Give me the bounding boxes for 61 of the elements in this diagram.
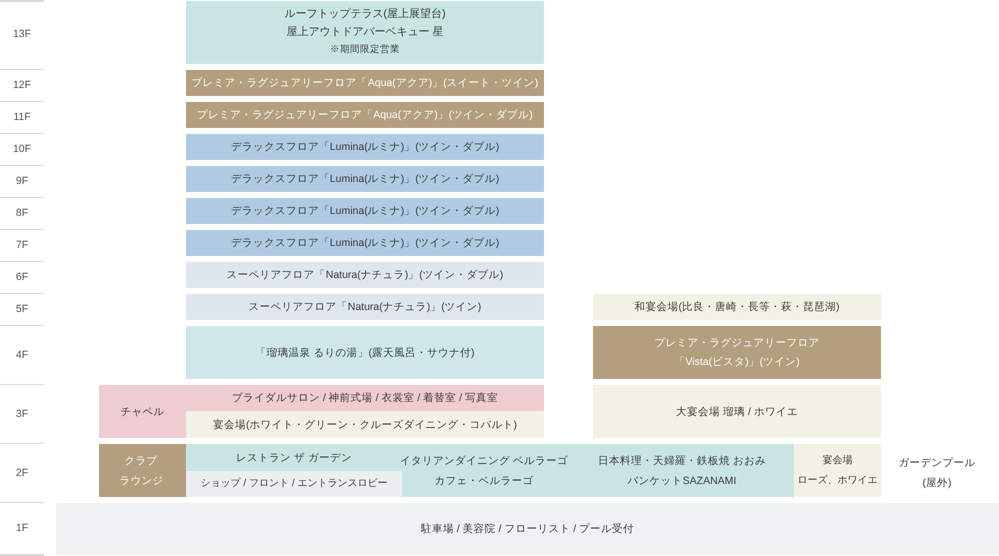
area-label: プレミア・ラグジュアリーフロア「Vista(ビスタ)」(ツイン) — [654, 336, 820, 370]
area-box — [186, 411, 544, 438]
area-label: レストラン ザ ガーデン — [236, 450, 352, 466]
area-box — [186, 198, 544, 224]
area-label: 大宴会場 瑠璃 / ホワイエ — [676, 404, 798, 420]
area-label: プレミア・ラグジュアリーフロア「Aqua(アクア)」(スイート・ツイン) — [192, 76, 538, 91]
note-text: ※期間限定営業 — [330, 43, 400, 58]
area-box — [593, 326, 881, 379]
area-label: カフェ・ベルラーゴ — [434, 474, 534, 488]
floor-label: 12F — [12, 78, 32, 93]
area-box — [186, 444, 794, 497]
area-label: ローズ、ホワイエ — [798, 474, 878, 488]
area-label: ガーデンプール(屋外) — [897, 456, 976, 491]
area-label: デラックスフロア「Lumina(ルミナ)」(ツイン・ダブル) — [230, 140, 500, 155]
floor-label: 4F — [16, 348, 28, 362]
area-label: イタリアンダイニング ベルラーゴ — [400, 454, 568, 468]
area-box — [99, 444, 186, 497]
area-label: プレミア・ラグジュアリーフロア「Aqua(アクア)」(ツイン・ダブル) — [197, 108, 533, 123]
area-label: ショップ / フロント / エントランスロビー — [200, 476, 388, 491]
area-box — [186, 262, 544, 288]
area-box — [593, 294, 881, 320]
area-label: デラックスフロア「Lumina(ルミナ)」(ツイン・ダブル) — [230, 204, 500, 219]
area-box — [186, 294, 544, 320]
area-label: デラックスフロア「Lumina(ルミナ)」(ツイン・ダブル) — [230, 172, 500, 187]
area-box — [794, 444, 881, 497]
floor-label: 9F — [16, 174, 28, 189]
area-label: バンケットSAZANAMI — [628, 474, 736, 488]
area-label: デラックスフロア「Lumina(ルミナ)」(ツイン・ダブル) — [230, 236, 500, 251]
area-label: スーペリアフロア「Natura(ナチュラ)」(ツイン) — [248, 300, 482, 315]
area-label: 屋上アウトドアバーベキュー 星 — [286, 24, 444, 40]
area-box — [186, 230, 544, 256]
area-label: 宴会場 — [822, 454, 852, 468]
area-label: 日本料理・天婦羅・鉄板焼 おおみ — [598, 454, 766, 468]
area-box — [186, 166, 544, 192]
floor-label: 13F — [12, 27, 32, 42]
area-label: 和宴会場(比良・唐崎・長等・萩・琵琶湖) — [634, 300, 840, 315]
area-label: ブライダルサロン / 神前式場 / 衣裳室 / 着替室 / 写真室 — [232, 391, 498, 406]
area-box — [186, 102, 544, 128]
floor-label: 3F — [16, 406, 28, 422]
area-label: 駐車場 / 美容院 / フローリスト / プール受付 — [420, 522, 634, 537]
area-label: チャペル — [120, 404, 164, 420]
area-box — [186, 134, 544, 160]
area-box — [186, 1, 544, 64]
area-box — [186, 70, 544, 96]
floor-label: 10F — [12, 142, 32, 157]
floor-label: 5F — [16, 302, 28, 317]
floor-label: 11F — [13, 110, 31, 125]
area-label: 宴会場(ホワイト・グリーン・クルーズダイニング・コバルト) — [213, 418, 517, 432]
area-box — [99, 385, 544, 438]
floor-label: 2F — [16, 466, 28, 480]
area-label: スーペリアフロア「Natura(ナチュラ)」(ツイン・ダブル) — [226, 268, 504, 283]
floor-label: 1F — [16, 521, 28, 536]
floor-label: 6F — [16, 270, 28, 285]
area-label: ルーフトップテラス(屋上展望台) — [284, 6, 446, 22]
area-label: クラブラウンジ — [119, 454, 164, 488]
floor-label: 7F — [16, 238, 28, 253]
area-label: 「瑠璃温泉 るりの湯」(露天風呂・サウナ付) — [256, 346, 474, 360]
area-box — [186, 471, 402, 497]
area-box — [593, 385, 881, 438]
floor-label: 8F — [16, 206, 28, 221]
area-box — [186, 326, 544, 379]
